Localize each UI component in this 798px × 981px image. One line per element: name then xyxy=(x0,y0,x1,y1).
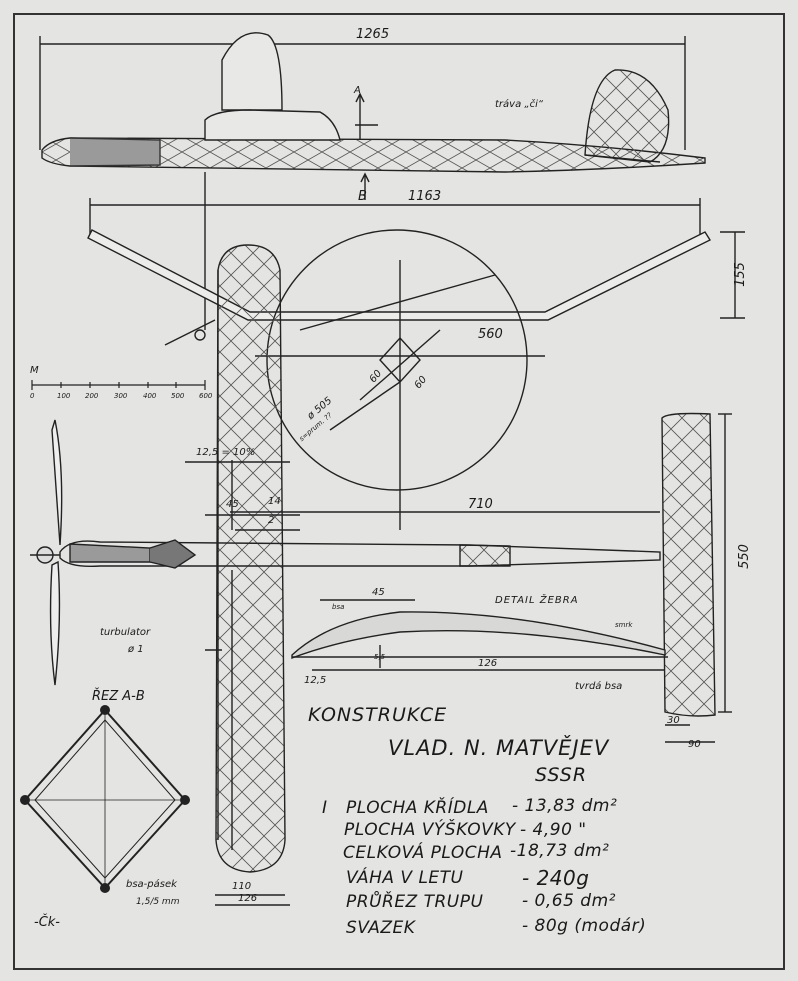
rib-126: 126 xyxy=(478,658,498,669)
span-label: 1163 xyxy=(408,189,442,204)
side-view xyxy=(39,32,706,346)
top-view xyxy=(30,244,732,906)
scale-tick: 200 xyxy=(85,392,99,400)
wing-chord-inner: 12,5 = 10% xyxy=(196,447,256,458)
section-strip-size: 1,5/5 mm xyxy=(136,897,180,907)
spec-value: - 80g (modár) xyxy=(522,916,647,936)
scale-tick: 300 xyxy=(114,392,128,400)
scale-tick: 400 xyxy=(143,392,157,400)
front-view xyxy=(87,198,745,530)
section-title: ŘEZ A-B xyxy=(92,689,145,704)
scale-tick: 100 xyxy=(57,392,71,400)
spec-value: - 240g xyxy=(522,866,590,890)
rib-spruce: smrk xyxy=(615,621,633,629)
wing-tip-126: 126 xyxy=(238,893,258,904)
stab-chord-30: 30 xyxy=(667,715,680,726)
title-country: SSSR xyxy=(535,764,588,786)
title-author: VLAD. N. MATVĚJEV xyxy=(388,736,610,760)
stab-chord-90: 90 xyxy=(688,739,701,750)
stab-span-label: 550 xyxy=(736,544,752,569)
section-ab xyxy=(20,705,190,893)
scale-tick: 500 xyxy=(171,392,185,400)
rib-hard-balsa: tvrdá bsa xyxy=(575,681,623,692)
dim-14: 14 xyxy=(268,496,281,507)
section-b-mark: B xyxy=(358,189,367,204)
rib-detail xyxy=(291,599,668,671)
rib-5-5: 5,5 xyxy=(374,653,386,661)
spec-label: PLOCHA VÝŠKOVKY xyxy=(344,820,516,840)
scale-tick: 600 xyxy=(199,392,213,400)
spec-label: PLOCHA KŘÍDLA xyxy=(346,798,489,818)
spec-label: PRŮŘEZ TRUPU xyxy=(346,892,484,912)
spec-label: VÁHA V LETU xyxy=(346,868,464,888)
rib-45: 45 xyxy=(372,587,385,598)
dihedral-height-label: 155 xyxy=(732,262,748,287)
rib-title: DETAIL ŽEBRA xyxy=(495,595,579,606)
signature: -Čk- xyxy=(34,915,60,930)
dim-45: 45 xyxy=(226,499,239,510)
dim-2: 2 xyxy=(268,515,275,526)
section-strip: bsa-pásek xyxy=(126,879,177,890)
spec-value: - 4,90 " xyxy=(520,820,587,840)
scale-bar-graphic xyxy=(31,380,206,390)
spec-label: CELKOVÁ PLOCHA xyxy=(343,843,503,863)
scale-bar-label: M xyxy=(30,365,39,376)
stab-offset-label: 710 xyxy=(468,497,493,512)
sheet-border xyxy=(13,13,785,970)
turbulator-size: ø 1 xyxy=(128,644,144,655)
overall-length-label: 1265 xyxy=(356,27,390,42)
rib-balsa: bsa xyxy=(332,603,345,611)
spec-value: - 13,83 dm² xyxy=(512,796,618,816)
prop-disc xyxy=(266,229,528,491)
scale-tick: 0 xyxy=(30,392,35,400)
rib-12-5: 12,5 xyxy=(304,675,327,686)
wing-tip-110: 110 xyxy=(232,881,252,892)
tail-note: tráva „či“ xyxy=(495,99,544,110)
section-a-mark: A xyxy=(354,85,361,96)
spec-item-no: I xyxy=(322,798,328,818)
spec-value: -18,73 dm² xyxy=(510,841,610,861)
turbulator-label: turbulator xyxy=(100,627,151,638)
title-heading: KONSTRUKCE xyxy=(308,704,448,726)
stab-half-label: 560 xyxy=(478,327,503,342)
spec-value: - 0,65 dm² xyxy=(522,891,616,911)
spec-label: SVAZEK xyxy=(346,918,416,938)
